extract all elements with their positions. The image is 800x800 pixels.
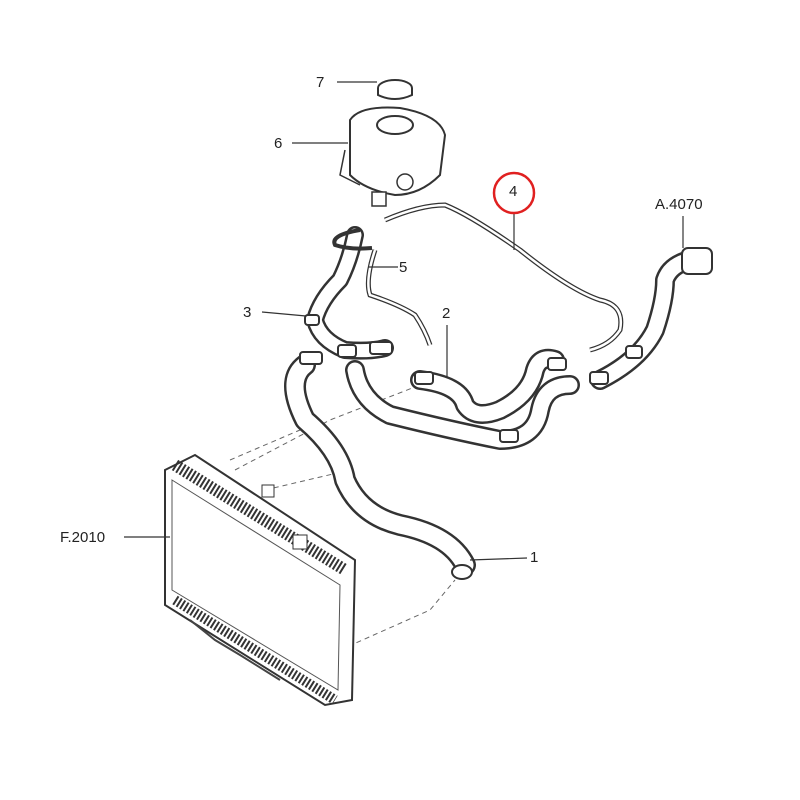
pipe-4	[332, 202, 624, 353]
pipe-5	[365, 249, 433, 346]
highlight-circle	[492, 171, 536, 215]
callout-7[interactable]: 7	[316, 74, 325, 91]
hose-2	[345, 348, 580, 450]
hose-clamps	[299, 314, 643, 443]
callout-5[interactable]: 5	[399, 259, 408, 276]
expansion-tank	[339, 106, 447, 207]
radiator	[164, 453, 357, 707]
hose-1	[284, 354, 476, 580]
callout-6[interactable]: 6	[274, 135, 283, 152]
callout-1[interactable]: 1	[530, 549, 539, 566]
callout-f2010[interactable]: F.2010	[60, 529, 106, 546]
leader-lines	[124, 81, 684, 561]
tank-cap	[377, 79, 413, 100]
callout-2[interactable]: 2	[442, 305, 451, 322]
callout-a4070[interactable]: A.4070	[655, 196, 703, 213]
callout-3[interactable]: 3	[243, 304, 252, 321]
callout-4[interactable]: 4	[509, 183, 518, 200]
hose-a4070	[590, 247, 713, 390]
